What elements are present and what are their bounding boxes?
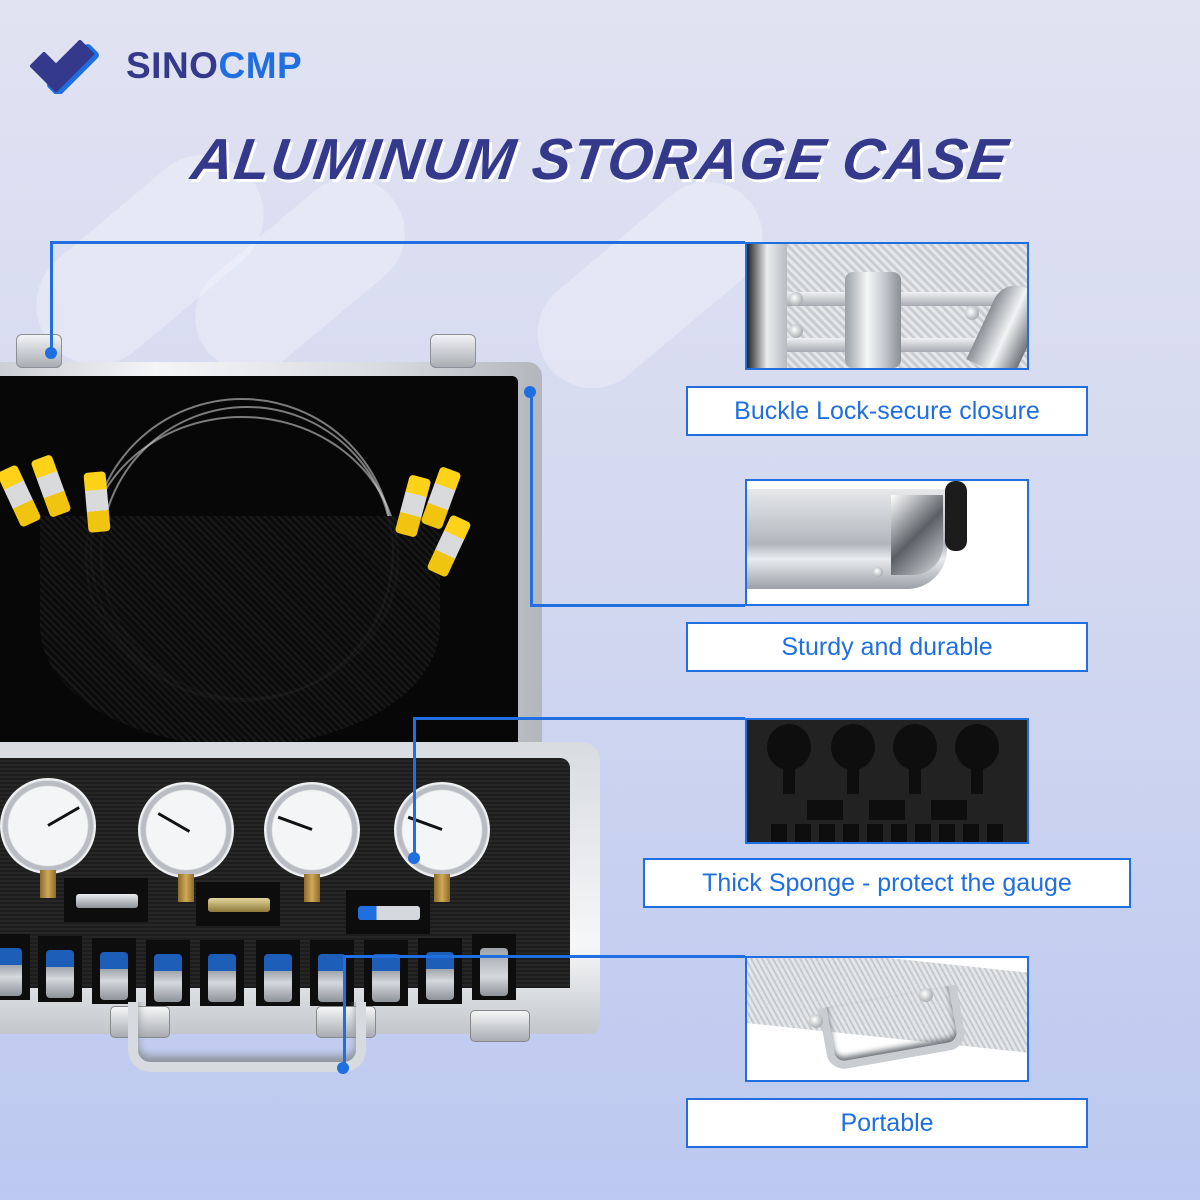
adapter-cutout [807, 800, 843, 820]
rivet [873, 567, 883, 577]
adapter-cutout [869, 800, 905, 820]
feature-label-thick-sponge: Thick Sponge - protect the gauge [643, 858, 1131, 908]
coupling-slot [256, 940, 300, 1006]
foam-insert-detail-photo [745, 718, 1029, 844]
rivet [965, 306, 979, 320]
connector-dot [524, 386, 536, 398]
coupling-slot [472, 934, 516, 1000]
connector-line [530, 604, 745, 607]
coupling-slot [418, 938, 462, 1004]
coupling-slot [0, 934, 30, 1000]
coupling-slot [310, 940, 354, 1006]
gauge-cutout-stem [909, 764, 921, 794]
buckle-lock [845, 272, 901, 368]
rivet [809, 1014, 823, 1028]
coupling-slot [364, 940, 408, 1006]
gauge-cutout [831, 724, 875, 770]
latch-detail-photo [745, 242, 1029, 370]
coupling-slot [92, 938, 136, 1004]
pressure-gauge [138, 782, 234, 902]
brand-logo: SINOCMP [26, 38, 302, 94]
pressure-gauge [0, 778, 96, 898]
connector-line [50, 242, 53, 352]
page-title: ALUMINUM STORAGE CASE [187, 127, 1013, 192]
case-handle [128, 1002, 366, 1072]
gauge-cutout [893, 724, 937, 770]
mesh-pocket [40, 516, 440, 746]
coupling-slot [38, 936, 82, 1002]
lid-latch [16, 334, 62, 368]
coupling-slot [146, 940, 190, 1006]
case-base-image [0, 742, 600, 1034]
adapter-fitting [64, 878, 148, 922]
hinge-edge [747, 244, 787, 368]
lid-latch [430, 334, 476, 368]
coupling-cutout [987, 824, 1003, 842]
gauge-cutout [767, 724, 811, 770]
feature-label-portable: Portable [686, 1098, 1088, 1148]
rivet [789, 292, 803, 306]
connector-line [343, 955, 745, 958]
connector-line [530, 392, 533, 606]
case-foot [945, 481, 967, 551]
pressure-gauge [264, 782, 360, 902]
brand-name-part2: CMP [218, 45, 303, 86]
connector-line [343, 956, 346, 1068]
rivet [789, 324, 803, 338]
coupling-cutout [795, 824, 811, 842]
connector-line [413, 718, 416, 858]
checkmark-logo-icon [30, 40, 99, 94]
coupling-cutout [963, 824, 979, 842]
case-lid-image [0, 362, 542, 754]
coupling-cutout [867, 824, 883, 842]
connector-dot [408, 852, 420, 864]
corner-cap [891, 495, 943, 575]
lid-interior [0, 376, 518, 746]
case-clasp [470, 1010, 530, 1042]
gauge-cutout-stem [971, 764, 983, 794]
coupling-cutout [771, 824, 787, 842]
connector-line [50, 241, 745, 244]
connector-dot [337, 1062, 349, 1074]
coupling-cutout [819, 824, 835, 842]
coupling-cutout [915, 824, 931, 842]
brand-name: SINOCMP [126, 45, 302, 87]
gauge-cutout-stem [783, 764, 795, 794]
coupling-slot [200, 940, 244, 1006]
feature-label-sturdy: Sturdy and durable [686, 622, 1088, 672]
coupling-cutout [843, 824, 859, 842]
adapter-fitting [196, 882, 280, 926]
gauge-cutout-stem [847, 764, 859, 794]
rivet [919, 988, 933, 1002]
handle-detail-photo [745, 956, 1029, 1082]
coupling-cutout [891, 824, 907, 842]
brand-name-part1: SINO [126, 45, 219, 86]
connector-dot [45, 347, 57, 359]
adapter-fitting [346, 890, 430, 934]
coupling-cutout [939, 824, 955, 842]
connector-line [413, 717, 745, 720]
adapter-cutout [931, 800, 967, 820]
foam-insert [0, 758, 570, 1006]
case-corner-detail-photo [745, 479, 1029, 606]
feature-label-buckle-lock: Buckle Lock-secure closure [686, 386, 1088, 436]
gauge-cutout [955, 724, 999, 770]
pressure-gauge [394, 782, 490, 902]
